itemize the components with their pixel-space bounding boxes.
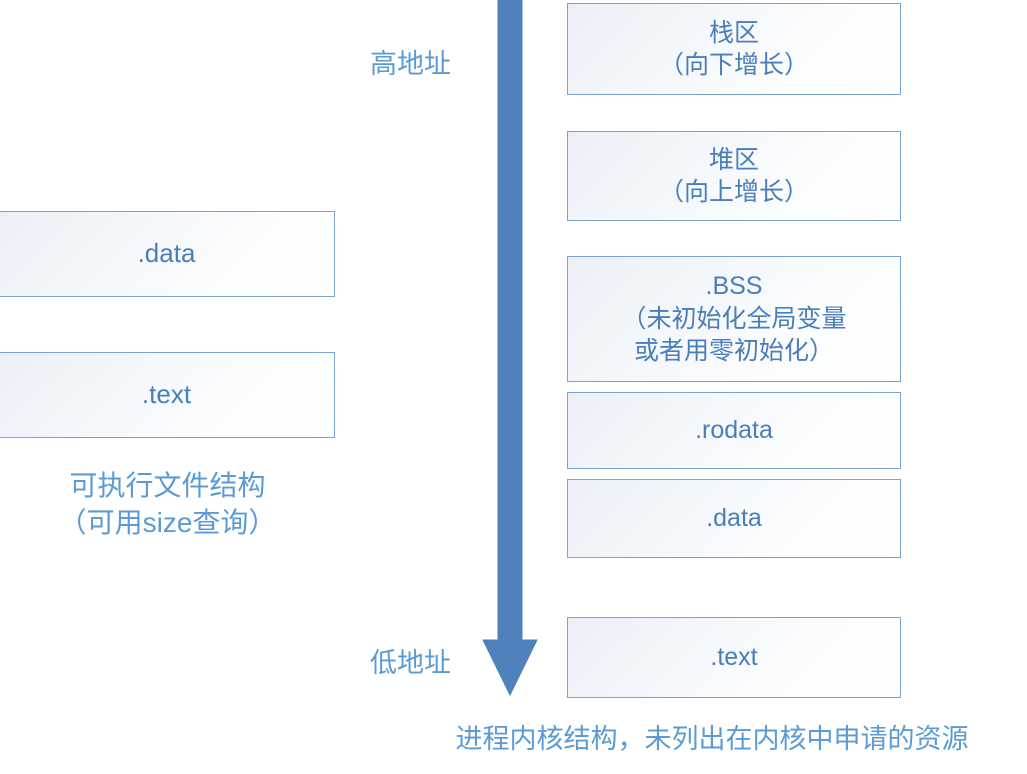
memory-box-text-label: .text (710, 643, 758, 672)
right-column-caption: 进程内核结构，未列出在内核中申请的资源 (397, 722, 1027, 758)
left-box-data[interactable]: .data (0, 211, 335, 297)
memory-box-text[interactable]: .text (567, 617, 901, 698)
left-caption-line-2: （可用size查询） (58, 506, 277, 538)
left-box-data-label: .data (137, 238, 196, 269)
memory-box-data[interactable]: .data (567, 479, 901, 558)
memory-box-bss-note-1: （未初始化全局变量 (621, 304, 847, 333)
memory-box-rodata[interactable]: .rodata (567, 392, 901, 469)
left-box-text-label: .text (141, 379, 192, 410)
left-caption-line-1: 可执行文件结构 (69, 470, 266, 501)
memory-box-heap[interactable]: 堆区 （向上增长） (567, 131, 901, 221)
left-column-caption: 可执行文件结构 （可用size查询） (0, 468, 335, 542)
high-address-label: 高地址 (370, 49, 451, 79)
memory-box-bss-title: .BSS (705, 272, 763, 301)
memory-box-bss[interactable]: .BSS （未初始化全局变量 或者用零初始化） (567, 256, 901, 382)
memory-box-heap-title: 堆区 (708, 145, 759, 174)
memory-box-bss-note-2: 或者用零初始化） (633, 337, 834, 366)
low-address-label: 低地址 (370, 648, 451, 678)
memory-box-data-label: .data (706, 504, 762, 533)
right-caption-line-1: 进程内核结构，未列出在内核中申请的资源 (455, 724, 969, 754)
memory-box-stack-note: （向下增长） (658, 51, 809, 79)
left-box-text[interactable]: .text (0, 352, 335, 438)
address-direction-arrow-icon (482, 0, 538, 697)
memory-box-heap-note: （向上增长） (658, 178, 809, 206)
memory-box-stack[interactable]: 栈区 （向下增长） (567, 3, 901, 95)
memory-box-rodata-label: .rodata (695, 416, 773, 445)
memory-box-stack-title: 栈区 (708, 18, 759, 47)
